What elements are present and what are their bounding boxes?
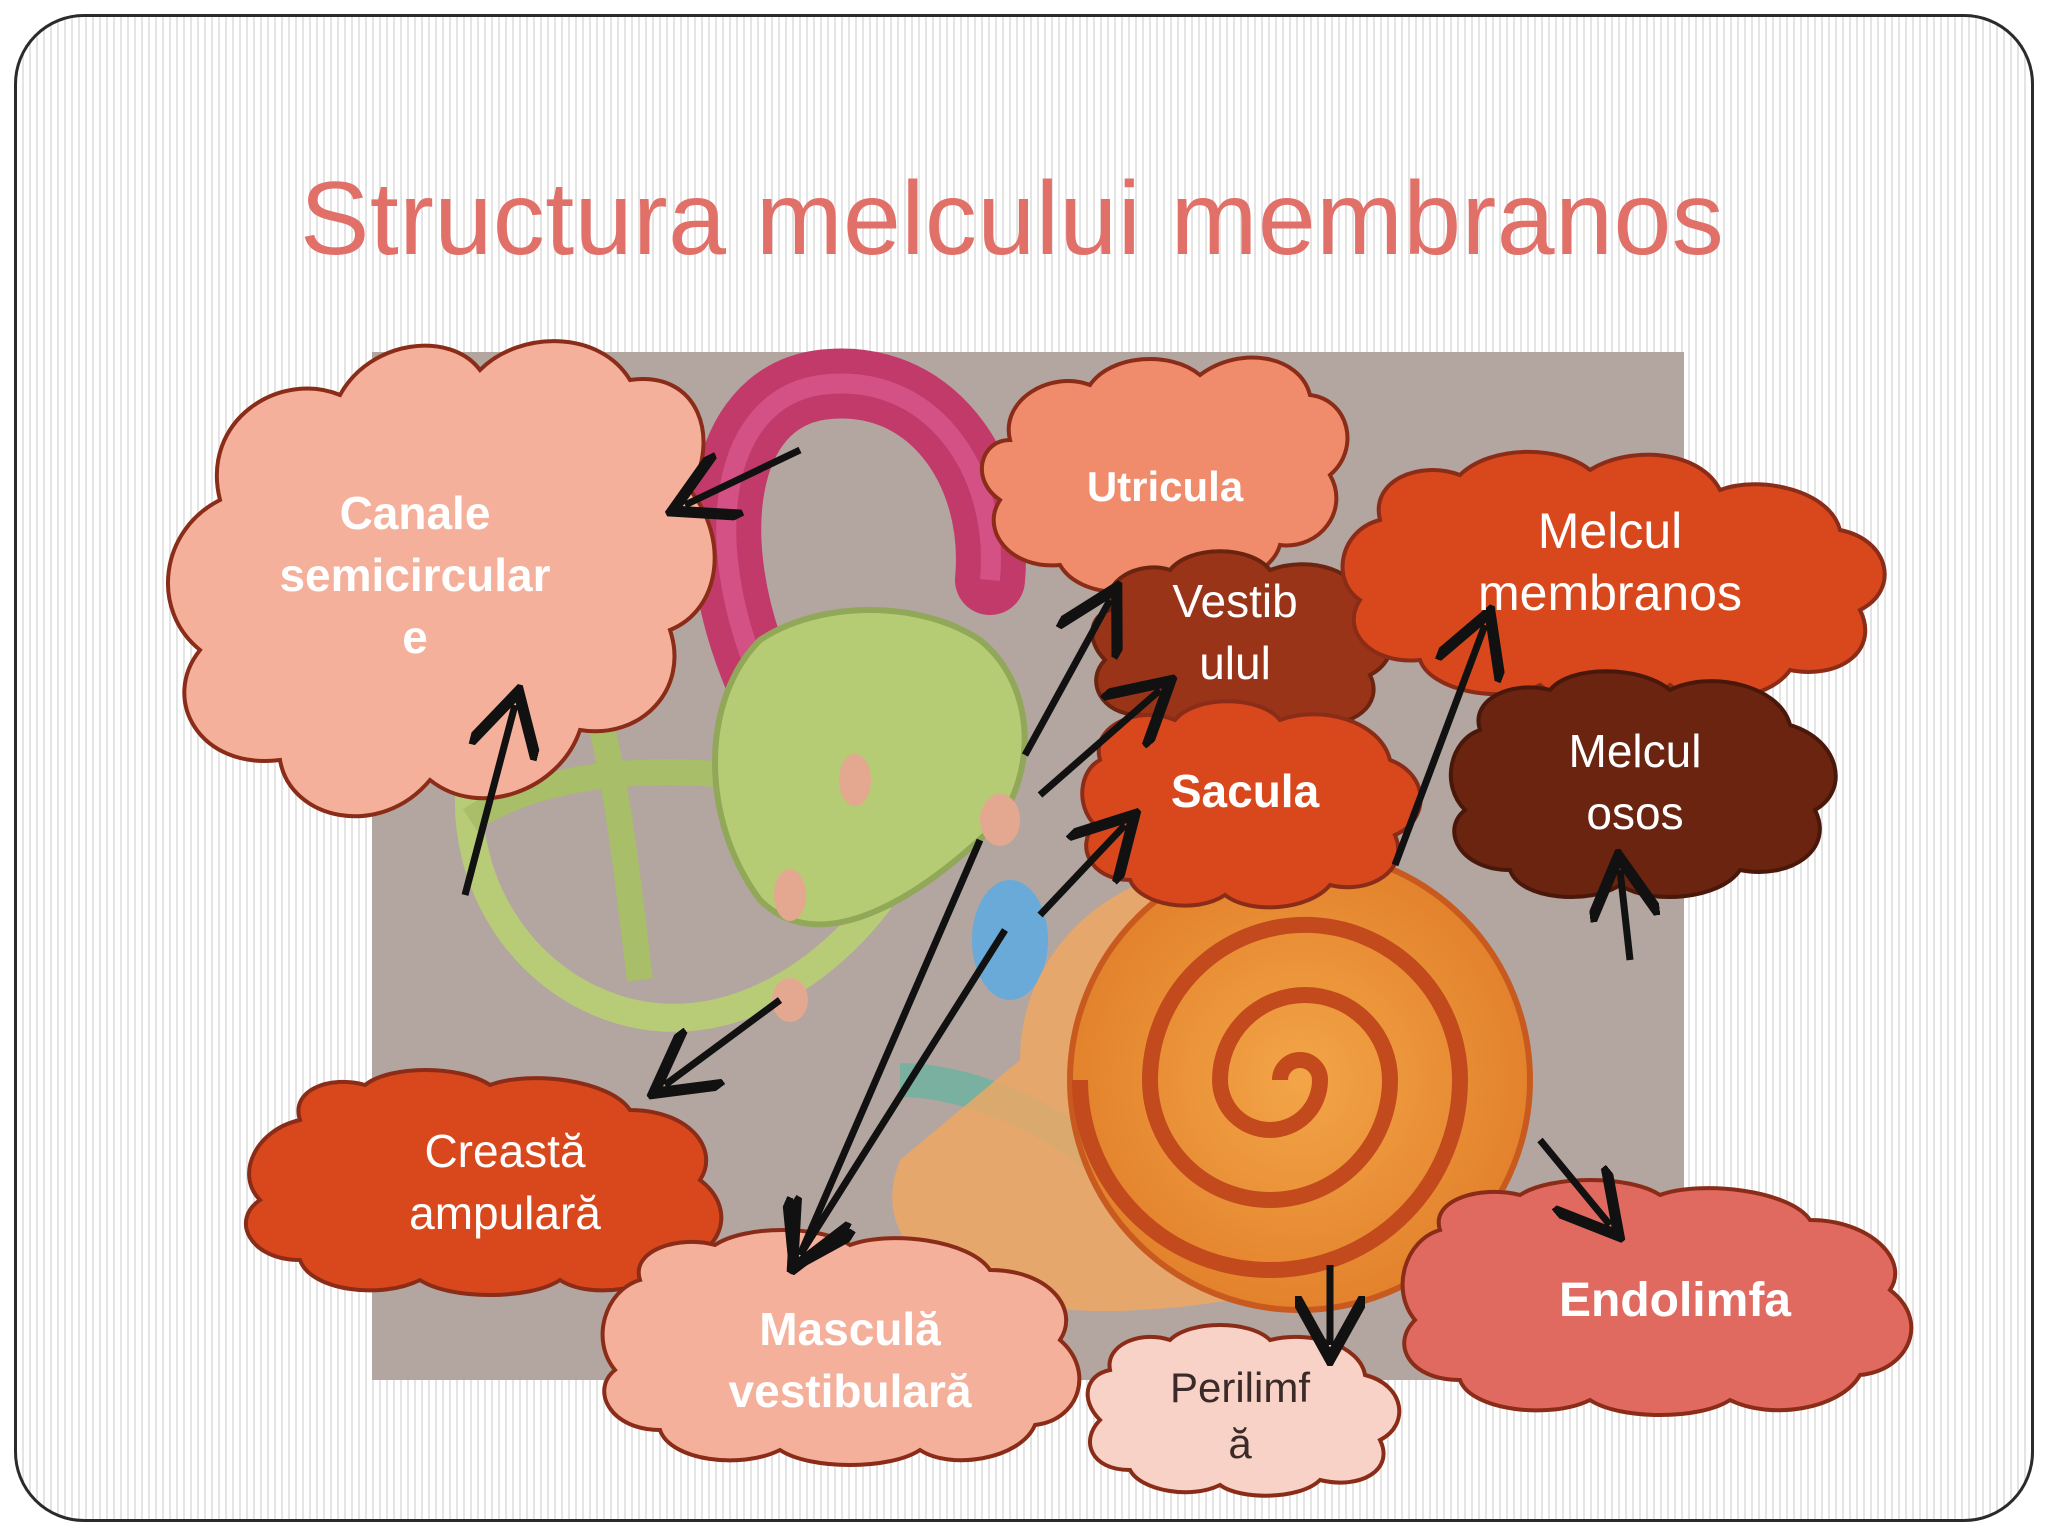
cloud-utricula — [980, 355, 1350, 594]
label-perilimfa: Perilimf ă — [1169, 1364, 1310, 1467]
arrow-to-vestibulul — [1021, 600, 1110, 757]
arrow-to-melcul-membranos — [1391, 625, 1485, 867]
arrow-to-canale-bottom — [461, 705, 515, 896]
arrow-to-vestibulul-2 — [1037, 690, 1160, 798]
label-melcul-osos: Melcul osos — [1568, 725, 1702, 839]
slide-title: Structura melcului membranos — [300, 161, 1725, 277]
arrow-to-sacula — [1037, 825, 1125, 918]
cloud-perilimfa — [1085, 1323, 1402, 1498]
saccule-drawing — [972, 880, 1048, 1000]
arrow-to-creasta — [665, 997, 783, 1085]
label-utricula: Utricula — [1086, 463, 1244, 510]
label-creasta-ampulara: Creastă ampulară — [409, 1125, 601, 1239]
arrow-to-endolimfa — [1537, 1137, 1610, 1225]
label-canale-semicirculare: Canale semicircular e — [279, 487, 551, 663]
label-endolimfa: Endolimfa — [1558, 1274, 1791, 1327]
arrow-to-melcul-osos — [1620, 870, 1630, 961]
arrow-to-canale-top — [685, 446, 802, 505]
arrow-to-mascula-2 — [800, 928, 1008, 1255]
label-sacula: Sacula — [1170, 765, 1320, 817]
semicircular-canal-drawing — [691, 348, 1026, 715]
arrow-to-mascula-1 — [800, 838, 984, 1255]
vestibule-drawing — [454, 546, 1028, 1032]
cloud-melcul-osos — [1448, 669, 1838, 899]
label-melcul-membranos: Melcul membranos — [1478, 503, 1742, 621]
cloud-endolimfa — [1400, 1178, 1914, 1417]
label-vestibulul: Vestib ulul — [1172, 575, 1298, 689]
arrows — [461, 446, 1630, 1345]
cloud-canale — [166, 339, 717, 819]
label-mascula-vestibulara: Masculă vestibulară — [728, 1303, 972, 1417]
